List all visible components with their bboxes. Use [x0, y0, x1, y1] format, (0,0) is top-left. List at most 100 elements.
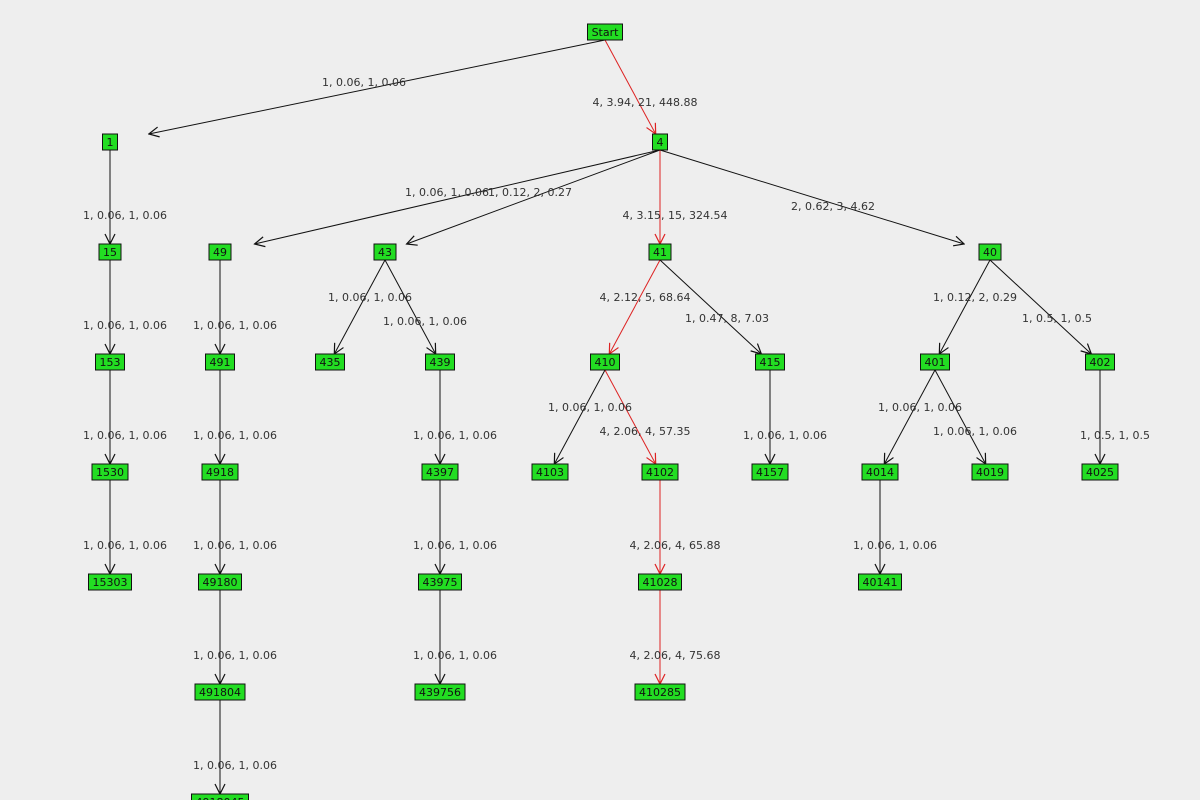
tree-node-439756[interactable]: 439756	[414, 683, 466, 701]
tree-node-4157[interactable]: 4157	[751, 463, 789, 481]
node-label: 4	[657, 136, 664, 149]
edge-label: 1, 0.06, 1, 0.06	[853, 539, 937, 552]
edge-label: 1, 0.06, 1, 0.06	[193, 539, 277, 552]
tree-node-491804[interactable]: 491804	[194, 683, 246, 701]
tree-node-1[interactable]: 1	[102, 133, 118, 151]
node-label: 41028	[643, 576, 678, 589]
node-box	[978, 243, 1002, 261]
edges-layer	[110, 39, 1100, 794]
tree-node-415[interactable]: 415	[755, 353, 785, 371]
tree-node-43[interactable]: 43	[373, 243, 397, 261]
tree-node-4918045[interactable]: 4918045	[191, 793, 249, 800]
edge-41-to-415	[659, 259, 761, 354]
node-box	[421, 463, 459, 481]
tree-node-4[interactable]: 4	[652, 133, 668, 151]
tree-node-Start[interactable]: Start	[587, 23, 623, 41]
node-label: 41	[653, 246, 667, 259]
node-box	[590, 353, 620, 371]
edge-label: 1, 0.06, 1, 0.06	[878, 401, 962, 414]
tree-node-40141[interactable]: 40141	[858, 573, 902, 591]
edge-label: 1, 0.06, 1, 0.06	[83, 429, 167, 442]
edge-Start-to-4	[604, 39, 656, 134]
node-label: 15303	[93, 576, 128, 589]
edge-label: 1, 0.06, 1, 0.06	[193, 649, 277, 662]
tree-node-410285[interactable]: 410285	[634, 683, 686, 701]
node-label: 49180	[203, 576, 238, 589]
edge-label: 1, 0.5, 1, 0.5	[1022, 312, 1092, 325]
node-label: 43	[378, 246, 392, 259]
node-label: 4019	[976, 466, 1004, 479]
tree-node-43975[interactable]: 43975	[418, 573, 462, 591]
tree-node-4014[interactable]: 4014	[861, 463, 899, 481]
edge-401-to-4014	[884, 369, 936, 464]
edge-4-to-49	[255, 149, 661, 244]
node-box	[418, 573, 462, 591]
tree-node-439[interactable]: 439	[425, 353, 455, 371]
tree-node-402[interactable]: 402	[1085, 353, 1115, 371]
edge-label: 1, 0.12, 2, 0.29	[933, 291, 1017, 304]
tree-node-1530[interactable]: 1530	[91, 463, 129, 481]
tree-node-49180[interactable]: 49180	[198, 573, 242, 591]
node-label: 49	[213, 246, 227, 259]
tree-node-491[interactable]: 491	[205, 353, 235, 371]
edge-label: 1, 0.06, 1, 0.06	[83, 209, 167, 222]
node-label: 1530	[96, 466, 124, 479]
node-label: 4157	[756, 466, 784, 479]
node-box	[920, 353, 950, 371]
edge-label: 4, 2.06, 4, 75.68	[630, 649, 721, 662]
node-label: 15	[103, 246, 117, 259]
node-box	[858, 573, 902, 591]
tree-node-153[interactable]: 153	[95, 353, 125, 371]
edge-label: 1, 0.47, 8, 7.03	[685, 312, 769, 325]
tree-node-15303[interactable]: 15303	[88, 573, 132, 591]
node-box	[95, 353, 125, 371]
node-label: 1	[107, 136, 114, 149]
node-label: 491	[210, 356, 231, 369]
tree-node-4025[interactable]: 4025	[1081, 463, 1119, 481]
tree-node-41[interactable]: 41	[648, 243, 672, 261]
node-box	[531, 463, 569, 481]
edge-label: 1, 0.06, 1, 0.06	[413, 649, 497, 662]
tree-node-410[interactable]: 410	[590, 353, 620, 371]
node-box	[648, 243, 672, 261]
node-box	[1085, 353, 1115, 371]
node-box	[201, 463, 239, 481]
tree-node-4918[interactable]: 4918	[201, 463, 239, 481]
edge-Start-to-1	[149, 39, 606, 134]
node-box	[208, 243, 232, 261]
tree-node-401[interactable]: 401	[920, 353, 950, 371]
node-label: 435	[320, 356, 341, 369]
node-label: 4918045	[196, 796, 245, 800]
node-label: 415	[760, 356, 781, 369]
tree-node-49[interactable]: 49	[208, 243, 232, 261]
edge-401-to-4019	[934, 369, 986, 464]
node-label: 439756	[419, 686, 461, 699]
node-box	[414, 683, 466, 701]
edge-label: 1, 0.06, 1, 0.06	[193, 319, 277, 332]
tree-node-15[interactable]: 15	[98, 243, 122, 261]
node-box	[751, 463, 789, 481]
edge-4-to-43	[407, 149, 661, 244]
node-label: 40	[983, 246, 997, 259]
tree-node-4019[interactable]: 4019	[971, 463, 1009, 481]
edge-label: 4, 3.94, 21, 448.88	[593, 96, 698, 109]
edge-4-to-40	[659, 149, 964, 244]
edge-label: 1, 0.06, 1, 0.06	[83, 539, 167, 552]
tree-node-40[interactable]: 40	[978, 243, 1002, 261]
tree-node-41028[interactable]: 41028	[638, 573, 682, 591]
tree-node-4102[interactable]: 4102	[641, 463, 679, 481]
node-box	[755, 353, 785, 371]
node-label: 410	[595, 356, 616, 369]
edge-label: 1, 0.06, 1, 0.06	[83, 319, 167, 332]
edge-label: 4, 2.06, 4, 57.35	[600, 425, 691, 438]
tree-node-435[interactable]: 435	[315, 353, 345, 371]
edge-label: 1, 0.06, 1, 0.06	[413, 539, 497, 552]
tree-node-4103[interactable]: 4103	[531, 463, 569, 481]
tree-node-4397[interactable]: 4397	[421, 463, 459, 481]
node-label: 4397	[426, 466, 454, 479]
node-label: 4918	[206, 466, 234, 479]
node-box	[102, 133, 118, 151]
edge-label: 4, 2.06, 4, 65.88	[630, 539, 721, 552]
edge-label: 1, 0.06, 1, 0.06	[413, 429, 497, 442]
node-box	[88, 573, 132, 591]
